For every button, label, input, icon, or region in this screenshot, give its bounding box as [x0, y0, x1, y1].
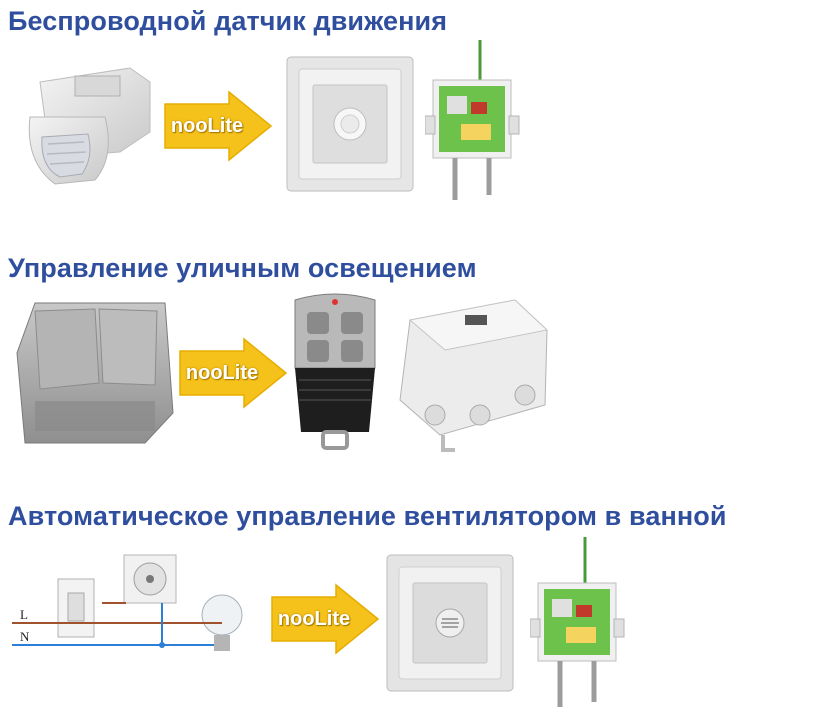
section-bathroom-fan: Автоматическое управление вентилятором в…: [0, 495, 822, 722]
nooLite-arrow: nooLite: [270, 583, 380, 655]
nooLite-label: nooLite: [170, 114, 244, 137]
section-title: Управление уличным освещением: [8, 253, 477, 283]
section-title: Беспроводной датчик движения: [8, 6, 448, 36]
remote-control-image: [294, 293, 376, 450]
receiver-module-image: [530, 537, 625, 707]
nooLite-arrow: nooLite: [163, 90, 273, 162]
relay-box-image: [399, 299, 549, 452]
fan-wiring-diagram: L N: [12, 554, 243, 651]
neutral-wire-label: N: [20, 629, 30, 644]
line-wire-label: L: [20, 607, 28, 622]
humidity-sensor-image: [386, 554, 514, 692]
receiver-module-image: [425, 40, 520, 200]
nooLite-arrow: nooLite: [178, 337, 288, 409]
outdoor-switch-image: [16, 302, 174, 444]
outdoor-motion-sensor-image: [28, 67, 151, 185]
section-title: Автоматическое управление вентилятором в…: [8, 501, 727, 531]
section-street-lighting: Управление уличным освещением nooLite: [0, 245, 822, 465]
section-motion-sensor: Беспроводной датчик движения nooLite: [0, 0, 822, 215]
wall-pir-sensor-image: [286, 56, 414, 192]
nooLite-label: nooLite: [185, 361, 259, 384]
nooLite-label: nooLite: [277, 607, 351, 630]
